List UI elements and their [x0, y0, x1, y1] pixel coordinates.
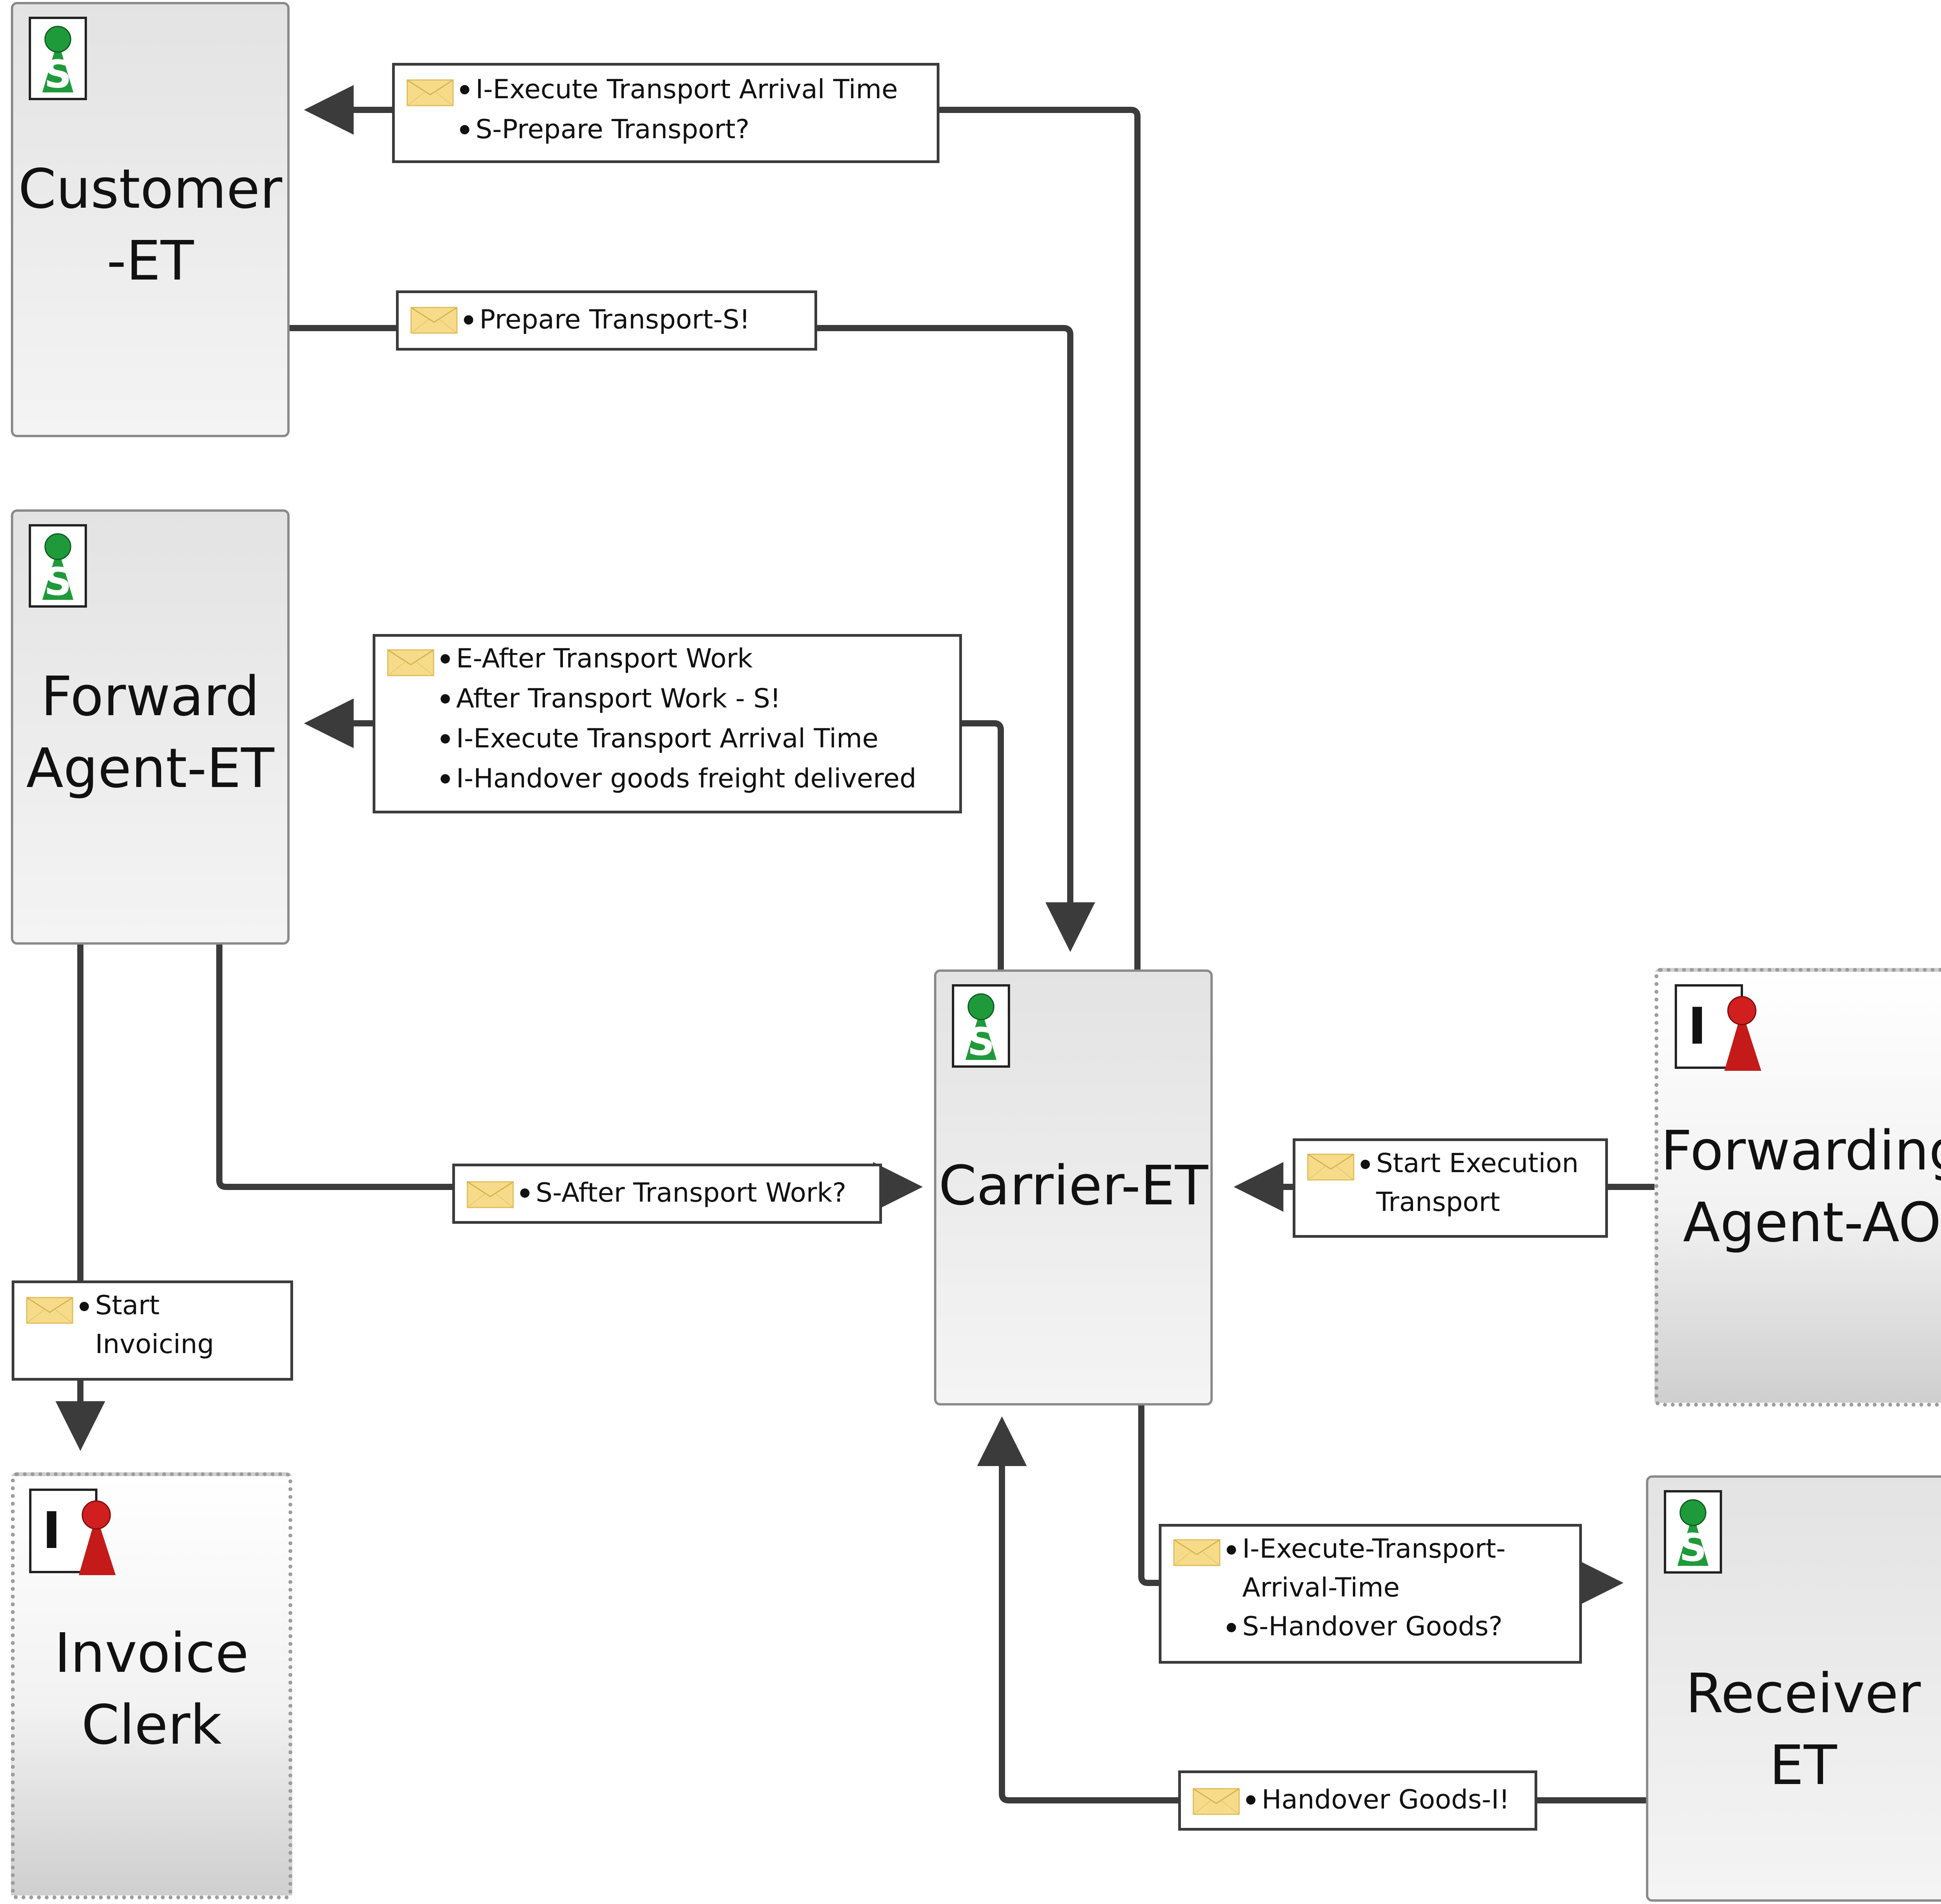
message-item: S-After Transport Work? — [517, 1173, 846, 1213]
envelope-icon — [1307, 1154, 1354, 1181]
envelope-icon — [467, 1181, 514, 1208]
message-item: Start Execution — [1358, 1144, 1578, 1183]
subject-name: Invoice Clerk — [54, 1622, 249, 1757]
subject-badge-icon: S — [1664, 1490, 1722, 1576]
message-forward-agent-to-invoice-clerk[interactable]: Start Invoicing — [12, 1280, 293, 1381]
message-item: Prepare Transport-S! — [461, 300, 750, 340]
connector-carrier-to-receiver — [1138, 1404, 1611, 1583]
svg-text:S: S — [44, 560, 72, 604]
connector-customer-to-carrier — [287, 325, 1070, 940]
message-item-continuation: Invoicing — [95, 1329, 214, 1360]
message-item: S-Prepare Transport? — [457, 109, 898, 149]
subject-forwarding-agent-ao[interactable]: I Forwarding Agent-AO — [1655, 968, 1941, 1407]
subject-forward-agent-et[interactable]: S Forward Agent-ET — [11, 509, 290, 945]
subject-badge-icon: S — [29, 17, 87, 102]
interface-badge-icon: I — [28, 1488, 125, 1579]
subject-badge-icon: S — [952, 984, 1010, 1070]
subject-receiver-et[interactable]: S Receiver ET — [1646, 1475, 1941, 1902]
connector-forward-agent-to-carrier — [216, 942, 910, 1187]
message-receiver-to-carrier[interactable]: Handover Goods-I! — [1178, 1770, 1537, 1831]
message-forward-agent-to-carrier[interactable]: S-After Transport Work? — [452, 1164, 882, 1224]
svg-text:S: S — [1679, 1526, 1707, 1570]
svg-text:I: I — [1688, 997, 1707, 1056]
envelope-icon — [410, 307, 458, 334]
subject-name: Forward Agent-ET — [26, 665, 274, 800]
message-item: After Transport Work - S! — [438, 679, 916, 719]
message-item: Handover Goods-I! — [1243, 1780, 1510, 1820]
interface-badge-icon: I — [1674, 983, 1771, 1075]
subject-carrier-et[interactable]: S Carrier-ET — [934, 969, 1213, 1405]
subject-name: Customer -ET — [18, 158, 283, 293]
message-item: S-Handover Goods? — [1224, 1607, 1505, 1646]
svg-text:S: S — [967, 1020, 995, 1064]
envelope-icon — [1173, 1539, 1221, 1566]
svg-text:S: S — [44, 52, 72, 97]
connector-carrier-to-customer — [316, 110, 1141, 969]
message-item: I-Execute Transport Arrival Time — [438, 719, 916, 759]
message-customer-to-carrier[interactable]: Prepare Transport-S! — [396, 290, 817, 351]
message-item: E-After Transport Work — [438, 639, 916, 679]
svg-text:I: I — [42, 1501, 61, 1560]
subject-badge-icon: S — [29, 524, 87, 610]
subject-name: Forwarding Agent-AO — [1661, 1119, 1941, 1254]
subject-name: Receiver ET — [1686, 1662, 1921, 1797]
message-carrier-to-customer[interactable]: I-Execute Transport Arrival Time S-Prepa… — [392, 63, 939, 163]
envelope-icon — [406, 79, 454, 106]
subject-invoice-clerk[interactable]: I Invoice Clerk — [11, 1472, 292, 1899]
message-item: I-Execute-Transport- — [1224, 1530, 1505, 1569]
message-carrier-to-receiver[interactable]: I-Execute-Transport- Arrival-Time S-Hand… — [1159, 1524, 1582, 1664]
message-item: I-Execute Transport Arrival Time — [457, 69, 898, 109]
message-item: Start — [76, 1286, 214, 1325]
message-item-continuation: Arrival-Time — [1242, 1572, 1400, 1603]
message-item-continuation: Transport — [1376, 1187, 1500, 1218]
connector-receiver-to-carrier — [1002, 1429, 1646, 1803]
connector-carrier-to-forward-agent — [316, 723, 1004, 969]
subject-customer-et[interactable]: S Customer -ET — [11, 2, 290, 437]
subject-name: Carrier-ET — [938, 1154, 1208, 1218]
message-forwarding-agent-ao-to-carrier[interactable]: Start Execution Transport — [1293, 1138, 1608, 1238]
envelope-icon — [387, 649, 434, 676]
message-carrier-to-forward-agent[interactable]: E-After Transport Work After Transport W… — [373, 634, 962, 813]
message-item: I-Handover goods freight delivered — [438, 759, 916, 799]
envelope-icon — [1193, 1788, 1240, 1815]
envelope-icon — [26, 1297, 73, 1324]
